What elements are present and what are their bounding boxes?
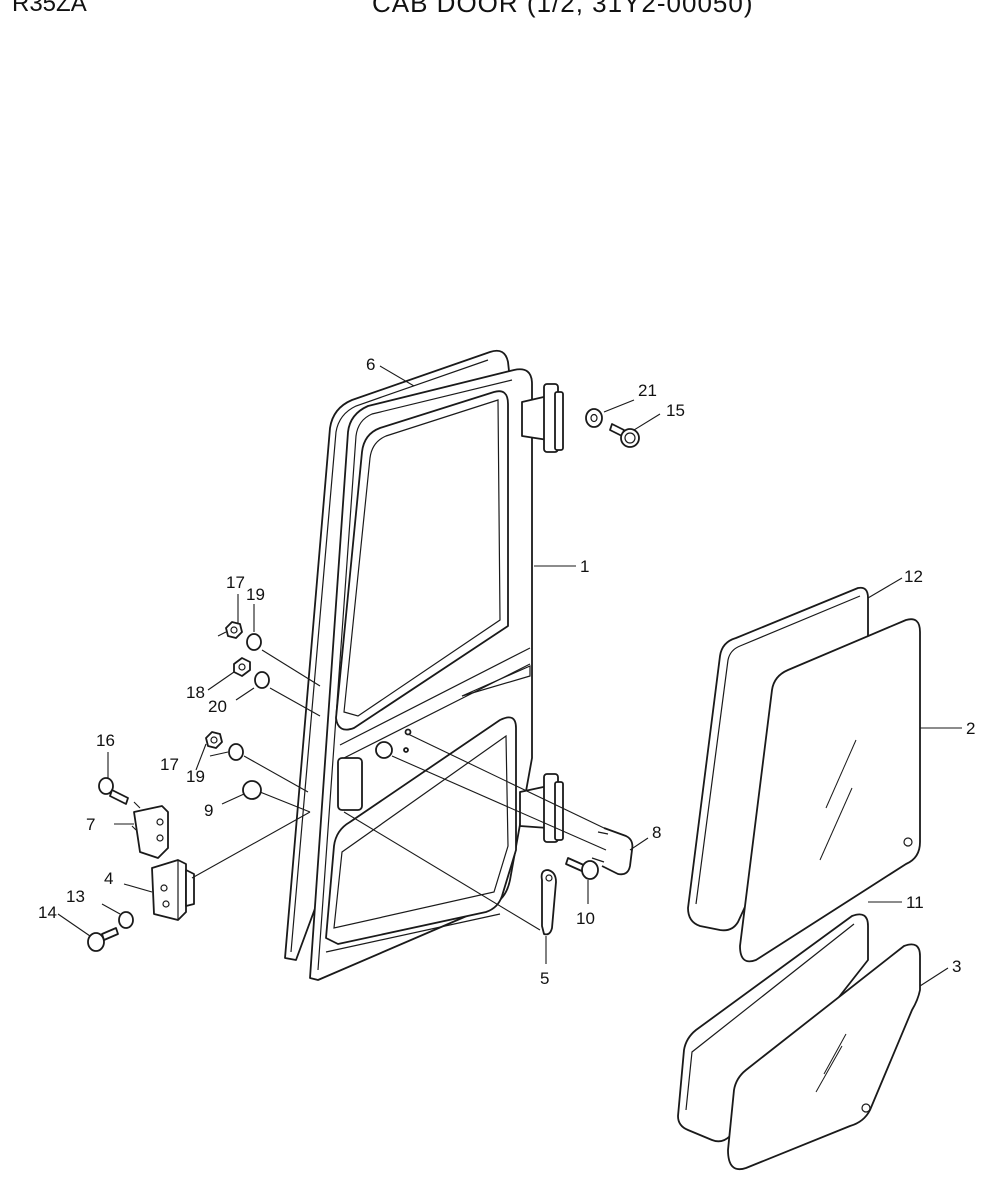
callout-12: 12 [904,567,923,586]
upper-hinge[interactable] [521,383,564,453]
bolt-part-14[interactable] [87,927,119,952]
lower-glass-seal-part-11[interactable] [677,913,869,1143]
callout-1: 1 [580,557,589,576]
callout-15: 15 [666,401,685,420]
washer-part-20[interactable] [254,671,270,689]
bolt-part-16[interactable] [98,777,129,805]
callout-3: 3 [952,957,961,976]
callout-6: 6 [366,355,375,374]
callout-17-lower: 17 [160,755,179,774]
lower-glass-part-3[interactable] [727,943,921,1171]
lower-hinge[interactable] [519,773,564,843]
callout-labels: 1 2 3 4 5 6 7 8 9 10 11 12 13 14 15 16 1… [38,355,975,988]
callout-14: 14 [38,903,57,922]
striker-part-8[interactable] [591,827,634,876]
callout-4: 4 [104,869,113,888]
model-code: R35ZA [12,0,87,17]
nut-part-17-upper[interactable] [225,621,243,639]
nut-part-17-lower[interactable] [205,731,223,749]
nut-part-18[interactable] [233,657,251,677]
callout-19-lower: 19 [186,767,205,786]
washer-part-19-lower[interactable] [228,743,244,761]
callout-8: 8 [652,823,661,842]
callout-11: 11 [906,893,924,912]
washer-part-9[interactable] [242,780,262,800]
callout-17-upper: 17 [226,573,245,592]
callout-21: 21 [638,381,657,400]
washer-part-21-hole [590,413,598,423]
washer-part-21[interactable] [585,408,603,428]
callout-16: 16 [96,731,115,750]
callout-7: 7 [86,815,95,834]
leader-lines [57,365,962,987]
bracket-part-7[interactable] [133,805,169,859]
bolt-part-10[interactable] [565,857,599,880]
callout-10: 10 [576,909,595,928]
striker-plate-part-4[interactable] [151,859,195,921]
callout-9: 9 [204,801,213,820]
bolt-part-15[interactable] [609,423,640,448]
upper-glass-part-2[interactable] [739,618,921,963]
handle-part-5[interactable] [540,869,557,936]
diagram-title: CAB DOOR (1/2, 31Y2-00050) [372,0,754,18]
callout-18: 18 [186,683,205,702]
callout-19-upper: 19 [246,585,265,604]
callout-2: 2 [966,719,975,738]
washer-part-19-upper[interactable] [246,633,262,651]
callout-5: 5 [540,969,549,988]
callout-20: 20 [208,697,227,716]
callout-13: 13 [66,887,85,906]
washer-part-13[interactable] [118,911,134,929]
